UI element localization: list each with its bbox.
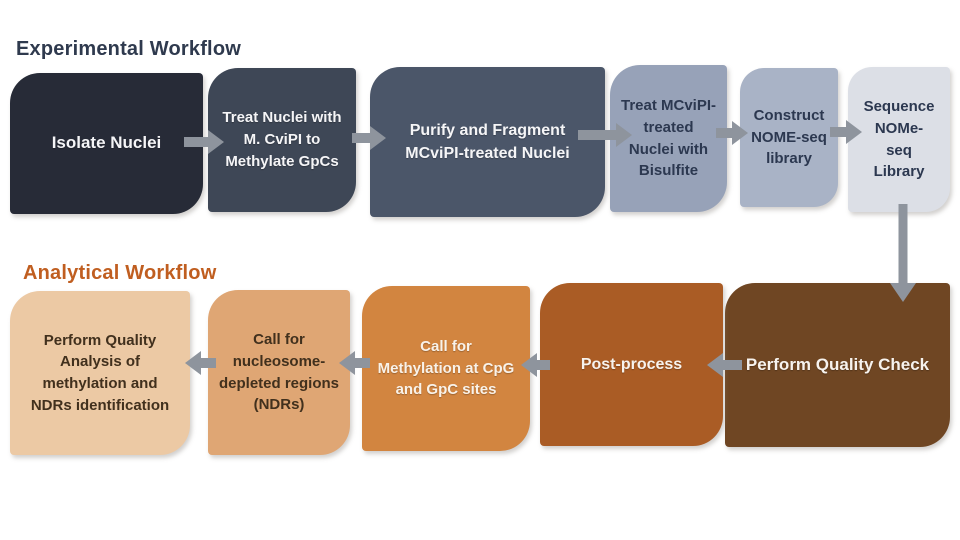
step-label: Perform Quality Analysis of methylation … [30,331,170,414]
step-call-ndrs: Call for nucleosome- depleted regions (N… [208,290,350,455]
step-label: Construct NOME-seq library [751,106,827,168]
step-bisulfite-treatment: Treat MCviPI- treated Nuclei with Bisulf… [610,65,727,212]
step-post-process: Post-process [540,283,723,446]
step-label: Isolate Nuclei [51,133,162,153]
step-label: Call for Methylation at CpG and GpC site… [377,337,515,399]
step-label: Purify and Fragment MCviPI-treated Nucle… [405,121,570,162]
experimental-workflow-heading: Experimental Workflow [16,38,241,60]
step-sequence-library: Sequence NOMe- seq Library [848,67,950,212]
step-label: Call for nucleosome- depleted regions (N… [218,331,340,414]
step-construct-library: Construct NOME-seq library [740,68,838,207]
step-call-methylation: Call for Methylation at CpG and GpC site… [362,286,530,451]
analytical-workflow-heading: Analytical Workflow [23,262,217,284]
step-label: Perform Quality Check [745,354,930,374]
step-purify-fragment: Purify and Fragment MCviPI-treated Nucle… [370,67,605,217]
step-label: Treat Nuclei with M. CviPI to Methylate … [222,109,342,170]
step-label: Post-process [580,355,683,373]
step-isolate-nuclei: Isolate Nuclei [10,73,203,214]
step-quality-check: Perform Quality Check [725,283,950,447]
step-label: Sequence NOMe- seq Library [863,98,935,181]
step-label: Treat MCviPI- treated Nuclei with Bisulf… [620,97,717,180]
step-quality-analysis: Perform Quality Analysis of methylation … [10,291,190,455]
step-treat-nuclei-mcvipi: Treat Nuclei with M. CviPI to Methylate … [208,68,356,212]
